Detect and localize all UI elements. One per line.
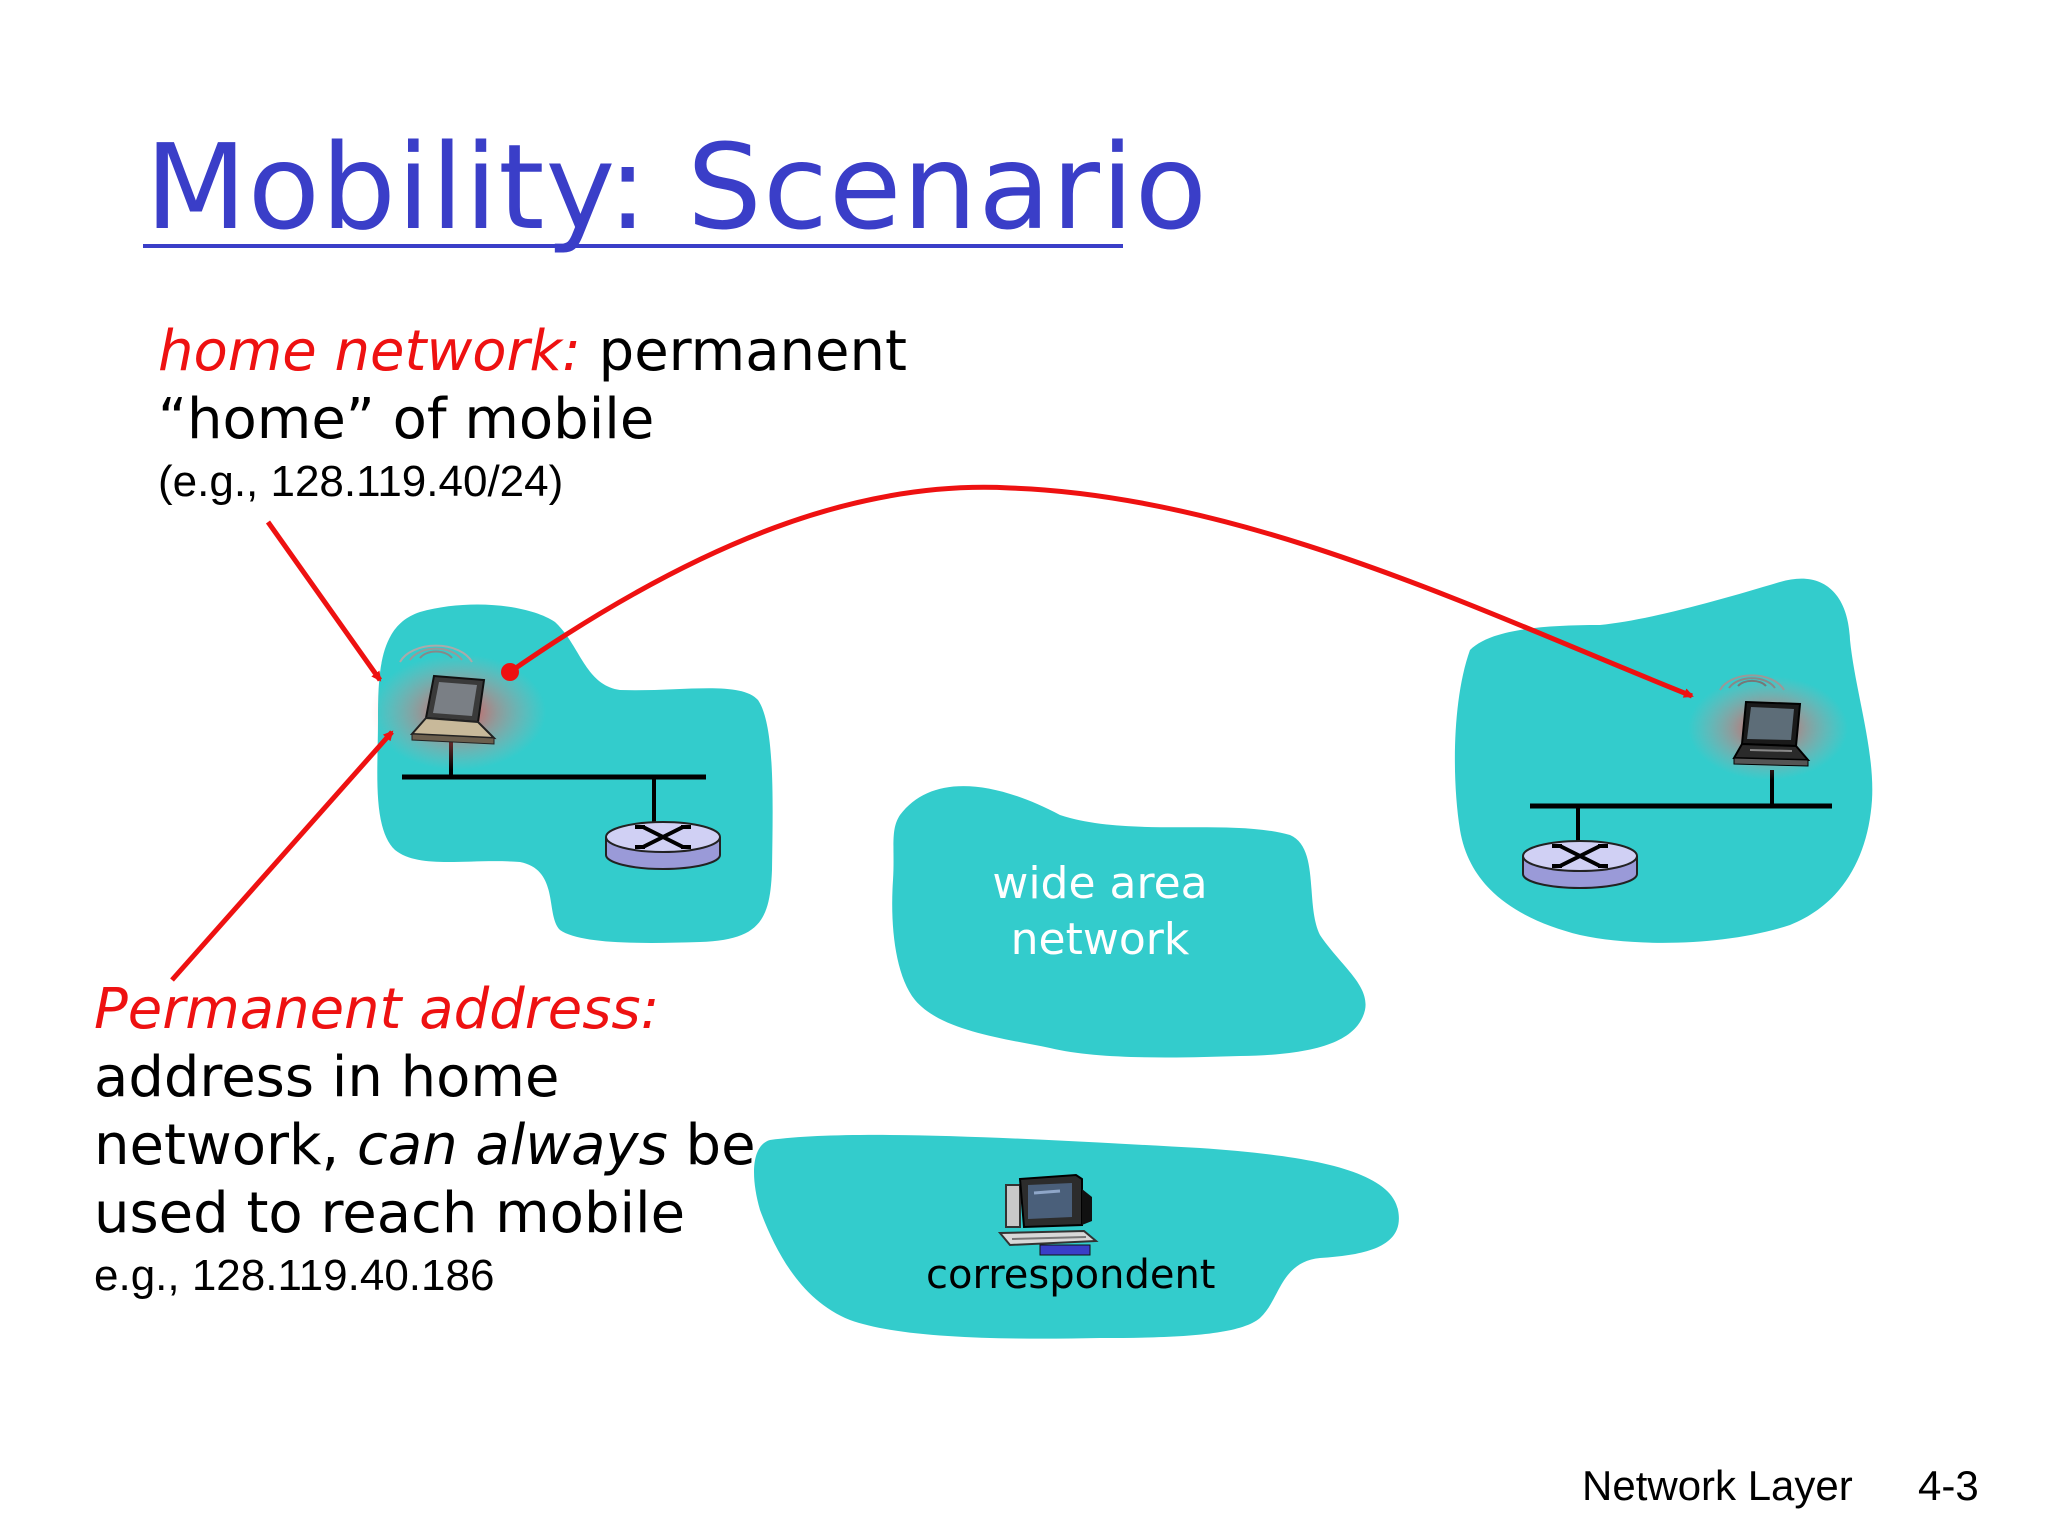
home-note-example: (e.g., 128.119.40/24) [158, 457, 564, 506]
laptop-icon [1732, 700, 1811, 767]
home-network-cloud [377, 604, 773, 943]
title-underline [143, 244, 1123, 248]
slide-title: Mobility: Scenario [145, 118, 1209, 256]
laptop-icon [409, 674, 497, 745]
home-note-rest: permanent [580, 319, 907, 384]
perm-note-example: e.g., 128.119.40.186 [94, 1251, 495, 1300]
permanent-address-callout-arrow [170, 730, 394, 982]
correspondent-label: correspondent [926, 1252, 1216, 1298]
router-icon [1522, 840, 1638, 889]
home-network-callout-arrow [265, 520, 383, 682]
wireless-signal-icon [399, 644, 473, 663]
perm-note-line3: network, can always be [94, 1112, 756, 1180]
perm-note-line4: used to reach mobile [94, 1181, 686, 1246]
perm-note-line2: address in home [94, 1045, 560, 1110]
perm-note-emphasis: can always [357, 1113, 668, 1178]
wireless-signal-icon [1719, 674, 1785, 691]
footer-section: Network Layer [1582, 1462, 1853, 1509]
home-note-line2: “home” of mobile [158, 387, 655, 452]
home-network-term: home network: [158, 319, 581, 384]
footer-page-number: 4-3 [1918, 1462, 1979, 1509]
wide-area-network-cloud [892, 786, 1366, 1058]
desktop-computer-icon [997, 1173, 1099, 1256]
home-network-note: home network: permanent “home” of mobile… [158, 318, 907, 510]
wan-label-line2: network [1010, 914, 1190, 965]
perm-note-line3-c: be [667, 1113, 756, 1178]
home-note-line1: home network: permanent [158, 318, 907, 386]
perm-note-line3-a: network, [94, 1113, 358, 1178]
permanent-address-note: Permanent address: address in home netwo… [94, 976, 756, 1304]
wan-label-line1: wide area [992, 858, 1208, 909]
wide-area-network-label: wide area network [960, 856, 1240, 968]
router-icon [605, 821, 721, 870]
mobility-arrow [508, 484, 1694, 699]
permanent-address-term: Permanent address: [94, 977, 660, 1042]
